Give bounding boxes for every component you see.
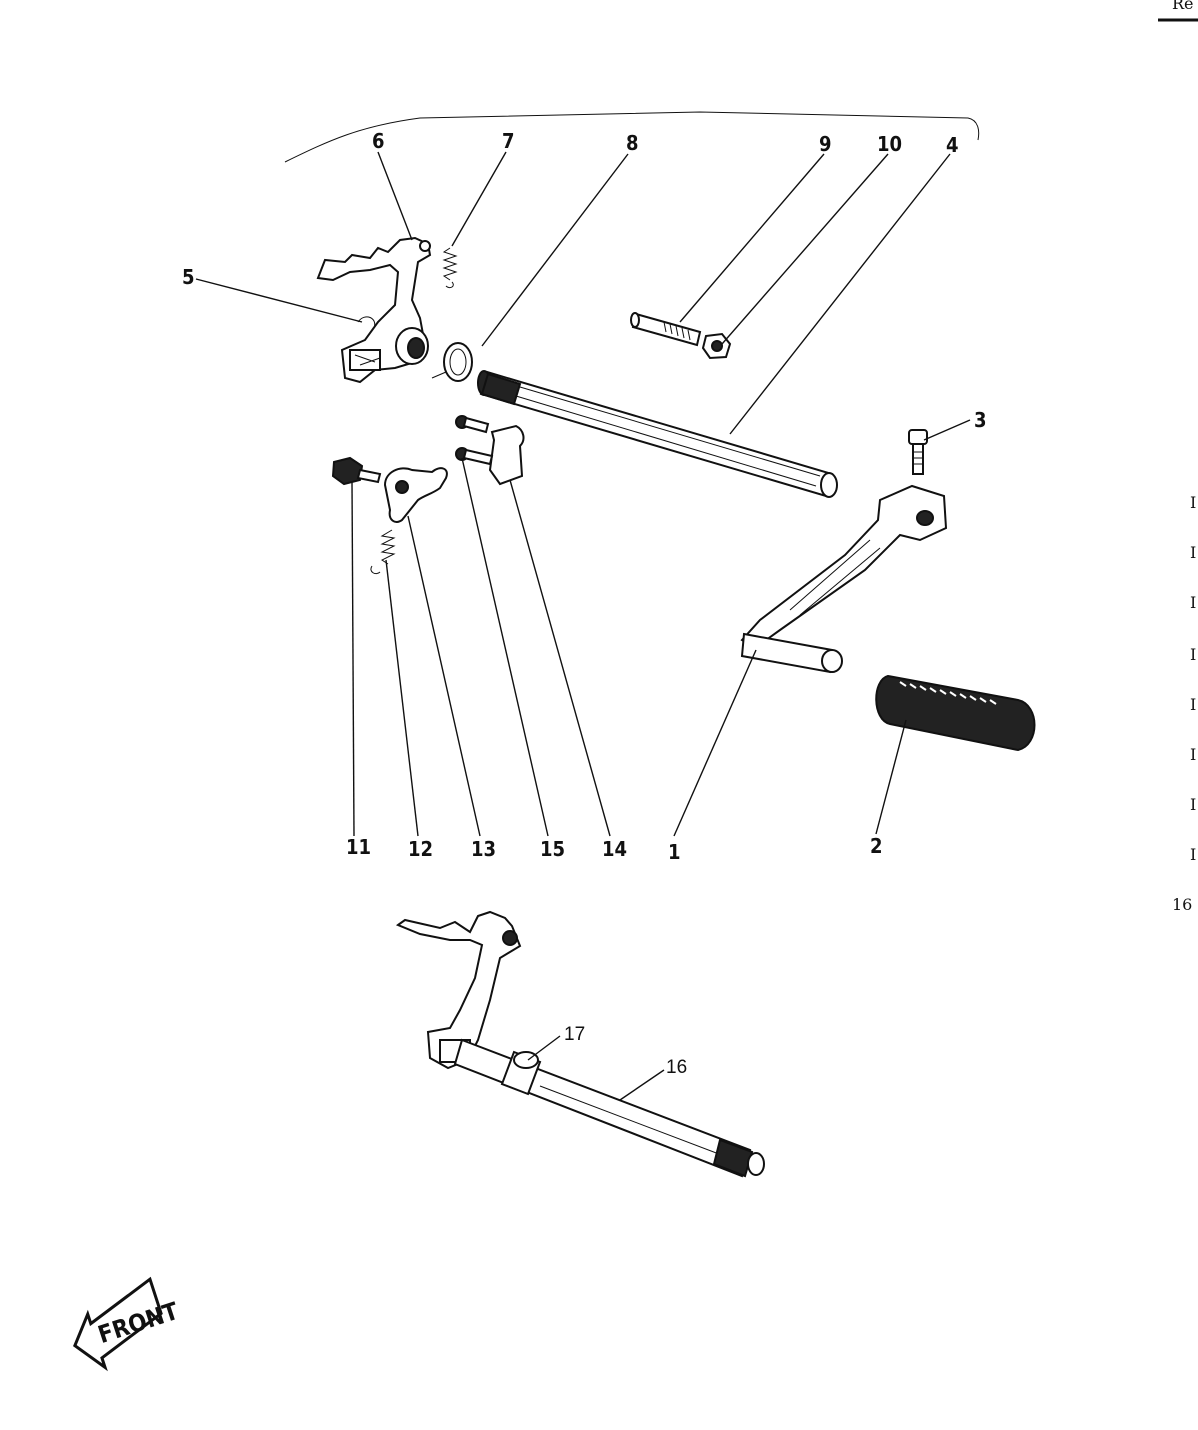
svg-text:I: I bbox=[1190, 493, 1196, 512]
pedal-rubber-part-2 bbox=[875, 674, 1036, 752]
callout-2: 2 bbox=[870, 834, 883, 858]
callout-10: 10 bbox=[877, 132, 902, 156]
svg-text:I: I bbox=[1190, 845, 1196, 864]
svg-text:I: I bbox=[1190, 593, 1196, 612]
callout-14: 14 bbox=[602, 837, 627, 861]
nut-part-10 bbox=[701, 332, 732, 360]
callout-12: 12 bbox=[408, 837, 433, 861]
shift-arm-part-6 bbox=[316, 236, 432, 384]
clip-part-5 bbox=[357, 316, 376, 329]
collar-part-17 bbox=[500, 1050, 542, 1096]
spring-part-12 bbox=[370, 529, 396, 575]
front-arrow-marker: FRONT bbox=[72, 1276, 182, 1372]
svg-text:I: I bbox=[1190, 795, 1196, 814]
callout-11: 11 bbox=[346, 835, 371, 859]
callout-17: 17 bbox=[564, 1024, 585, 1045]
callout-labels: 6 7 8 9 10 4 5 3 11 12 13 15 14 1 2 17 1… bbox=[182, 129, 987, 1078]
bolt-part-3 bbox=[908, 429, 928, 475]
callout-1: 1 bbox=[668, 840, 681, 864]
svg-text:I: I bbox=[1190, 745, 1196, 764]
edge-text-top-right: Re bbox=[1172, 0, 1194, 13]
callout-8: 8 bbox=[626, 131, 639, 155]
plate-part-14 bbox=[488, 424, 525, 486]
callout-9: 9 bbox=[819, 132, 832, 156]
callout-6: 6 bbox=[372, 129, 385, 153]
right-margin-number: 16 bbox=[1172, 895, 1192, 914]
callout-13: 13 bbox=[471, 837, 496, 861]
stopper-arm-part-13 bbox=[383, 467, 448, 523]
callout-16: 16 bbox=[666, 1057, 687, 1078]
bolt-part-9 bbox=[630, 312, 702, 347]
bolt-part-11 bbox=[331, 456, 382, 486]
case-outline bbox=[284, 111, 980, 163]
circlip-part-8 bbox=[431, 342, 473, 382]
spring-part-7 bbox=[442, 247, 458, 289]
screws-part-15 bbox=[455, 415, 494, 466]
callout-3: 3 bbox=[974, 408, 987, 432]
callout-15: 15 bbox=[540, 837, 565, 861]
svg-text:I: I bbox=[1190, 695, 1196, 714]
shaft-part-4 bbox=[477, 370, 838, 498]
right-margin-marks: I I I I I I I I 16 bbox=[1172, 493, 1196, 914]
svg-text:I: I bbox=[1190, 543, 1196, 562]
callout-4: 4 bbox=[946, 133, 959, 157]
leader-lines bbox=[195, 151, 971, 1101]
svg-text:I: I bbox=[1190, 645, 1196, 664]
callout-5: 5 bbox=[182, 265, 195, 289]
callout-7: 7 bbox=[502, 129, 515, 153]
pedal-lever-part-1 bbox=[740, 484, 948, 674]
